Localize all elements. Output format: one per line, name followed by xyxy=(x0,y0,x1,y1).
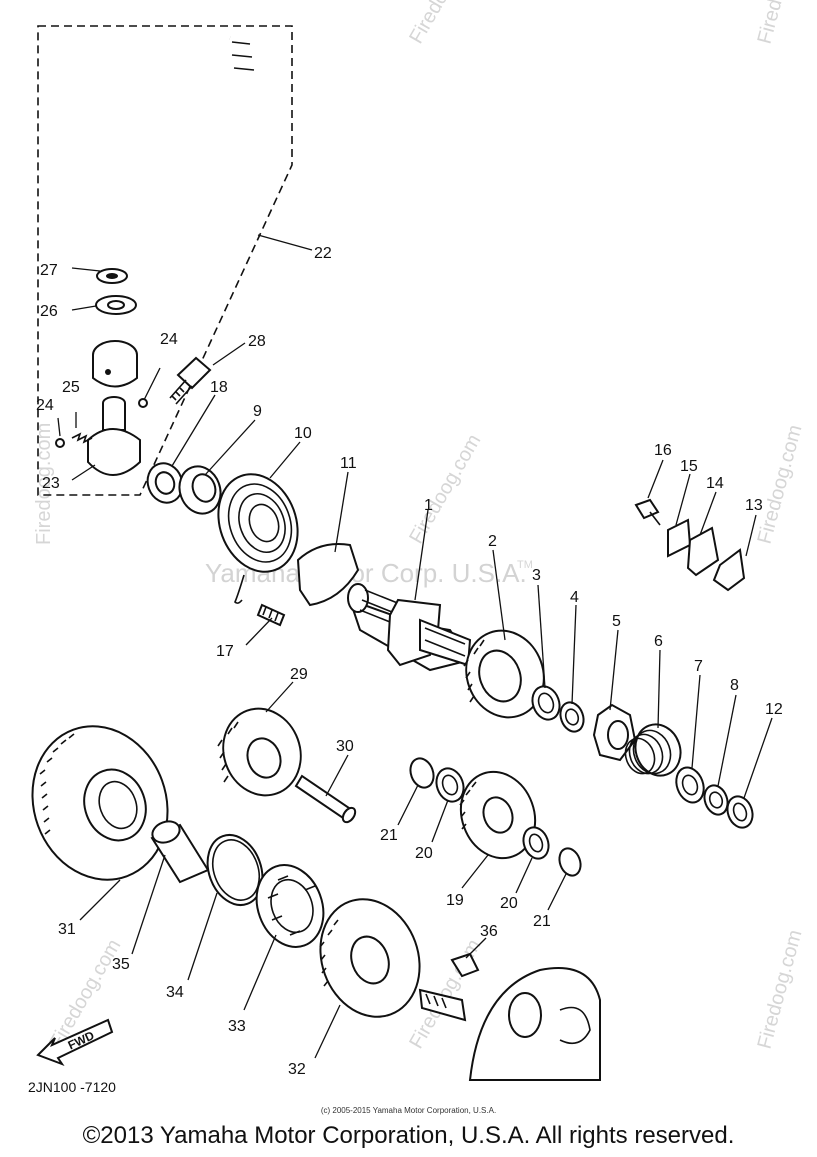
callout-36: 36 xyxy=(480,923,498,940)
callout-13: 13 xyxy=(745,497,763,514)
shaft-30 xyxy=(294,774,357,824)
copyright-main: ©2013 Yamaha Motor Corporation, U.S.A. A… xyxy=(82,1122,735,1149)
kick-boss-23 xyxy=(87,396,141,476)
callout-35: 35 xyxy=(112,956,130,973)
callout-28: 28 xyxy=(248,333,266,350)
gear-29 xyxy=(217,707,302,797)
callout-34: 34 xyxy=(166,984,184,1001)
callout-15: 15 xyxy=(680,458,698,475)
washer-3 xyxy=(531,685,561,721)
collar-9 xyxy=(178,465,222,515)
callout-22: 22 xyxy=(314,245,332,262)
torsion-spring-10 xyxy=(217,473,299,604)
watermark-site: Firedoog.com xyxy=(754,422,807,546)
stopper-13 xyxy=(712,548,746,592)
plate-11 xyxy=(296,543,360,607)
kick-lever-group-outline xyxy=(37,25,293,496)
watermark-site: Firedoog.com xyxy=(754,927,807,1051)
callout-21b: 21 xyxy=(533,913,551,930)
callout-11: 11 xyxy=(340,455,357,472)
circlip-8 xyxy=(703,784,729,816)
circlip-4-hole xyxy=(564,708,580,726)
washer-20 xyxy=(522,826,550,860)
callout-27: 27 xyxy=(40,262,58,279)
watermark-site: Firedoog.com xyxy=(754,0,807,46)
diagram-code: 2JN100 -7120 xyxy=(28,1079,116,1095)
spring-25 xyxy=(71,432,93,444)
clutch-33 xyxy=(255,864,325,948)
washer-3-hole xyxy=(537,692,555,714)
callout-labels: 1 2 3 4 5 6 7 8 9 10 11 12 13 14 15 16 1… xyxy=(36,245,783,1078)
bolt-28 xyxy=(169,356,212,405)
circlip-34-inner xyxy=(211,839,261,901)
callout-26: 26 xyxy=(40,303,58,320)
callout-4: 4 xyxy=(570,589,579,606)
watermark-site: Firedoog.com xyxy=(405,431,485,548)
leader-lines xyxy=(57,234,773,1059)
plate-14 xyxy=(686,526,720,577)
callout-8: 8 xyxy=(730,677,739,694)
plate-15 xyxy=(667,518,692,558)
callout-30: 30 xyxy=(336,738,354,755)
callout-6: 6 xyxy=(654,633,663,650)
watermark-site: Firedoog.com xyxy=(405,0,485,48)
callout-23: 23 xyxy=(42,475,60,492)
bolt-16 xyxy=(634,498,661,526)
callout-18: 18 xyxy=(210,379,228,396)
ball-24 xyxy=(138,398,148,408)
callout-25: 25 xyxy=(62,379,80,396)
ratchet-5 xyxy=(592,703,637,762)
callout-20a: 20 xyxy=(415,845,433,862)
callout-12: 12 xyxy=(765,701,783,718)
gear-32 xyxy=(319,898,421,1018)
washer-20-hole xyxy=(441,774,459,796)
watermark-group: Firedoog.com Firedoog.com Firedoog.com F… xyxy=(33,0,807,1053)
callout-3: 3 xyxy=(532,567,541,584)
callout-19: 19 xyxy=(446,892,464,909)
pin-17 xyxy=(256,603,286,627)
callout-24b: 24 xyxy=(160,331,178,348)
washer-12-hole xyxy=(732,802,748,822)
washer-7 xyxy=(675,766,705,804)
callout-1: 1 xyxy=(424,497,433,514)
callout-9: 9 xyxy=(253,403,262,420)
callout-2: 2 xyxy=(488,533,497,550)
callout-31: 31 xyxy=(58,921,76,938)
kick-axle-1 xyxy=(347,583,472,672)
circlip-8-hole xyxy=(708,791,724,809)
callout-7: 7 xyxy=(694,658,703,675)
kick-crank-lever xyxy=(92,29,282,388)
washer-7-hole xyxy=(681,774,699,796)
callout-17: 17 xyxy=(216,643,234,660)
ball-24 xyxy=(55,438,65,448)
primary-gear-31 xyxy=(31,725,169,881)
callout-16: 16 xyxy=(654,442,672,459)
watermark-tm: TM xyxy=(517,559,533,571)
callout-32: 32 xyxy=(288,1061,306,1078)
washer-26 xyxy=(95,295,137,315)
dowel-36 xyxy=(450,952,480,978)
callout-10: 10 xyxy=(294,425,312,442)
callout-14: 14 xyxy=(706,475,724,492)
spring-6 xyxy=(624,723,682,777)
circlip-27 xyxy=(96,268,128,284)
idler-gear-19 xyxy=(459,770,537,860)
washer-20 xyxy=(435,767,465,803)
crankcase-section xyxy=(418,967,601,1081)
circlip-21 xyxy=(558,847,582,877)
callout-21a: 21 xyxy=(380,827,398,844)
copyright-small: (c) 2005-2015 Yamaha Motor Corporation, … xyxy=(320,1106,497,1115)
callout-5: 5 xyxy=(612,613,621,630)
washer-12 xyxy=(726,795,754,829)
callout-24a: 24 xyxy=(36,397,54,414)
callout-20b: 20 xyxy=(500,895,518,912)
callout-29: 29 xyxy=(290,666,308,683)
circlip-21 xyxy=(409,757,435,789)
washer-20-hole xyxy=(528,833,544,853)
oil-seal-18 xyxy=(146,462,184,504)
kick-gear-2 xyxy=(463,629,545,719)
callout-33: 33 xyxy=(228,1018,246,1035)
circlip-4 xyxy=(559,701,585,733)
